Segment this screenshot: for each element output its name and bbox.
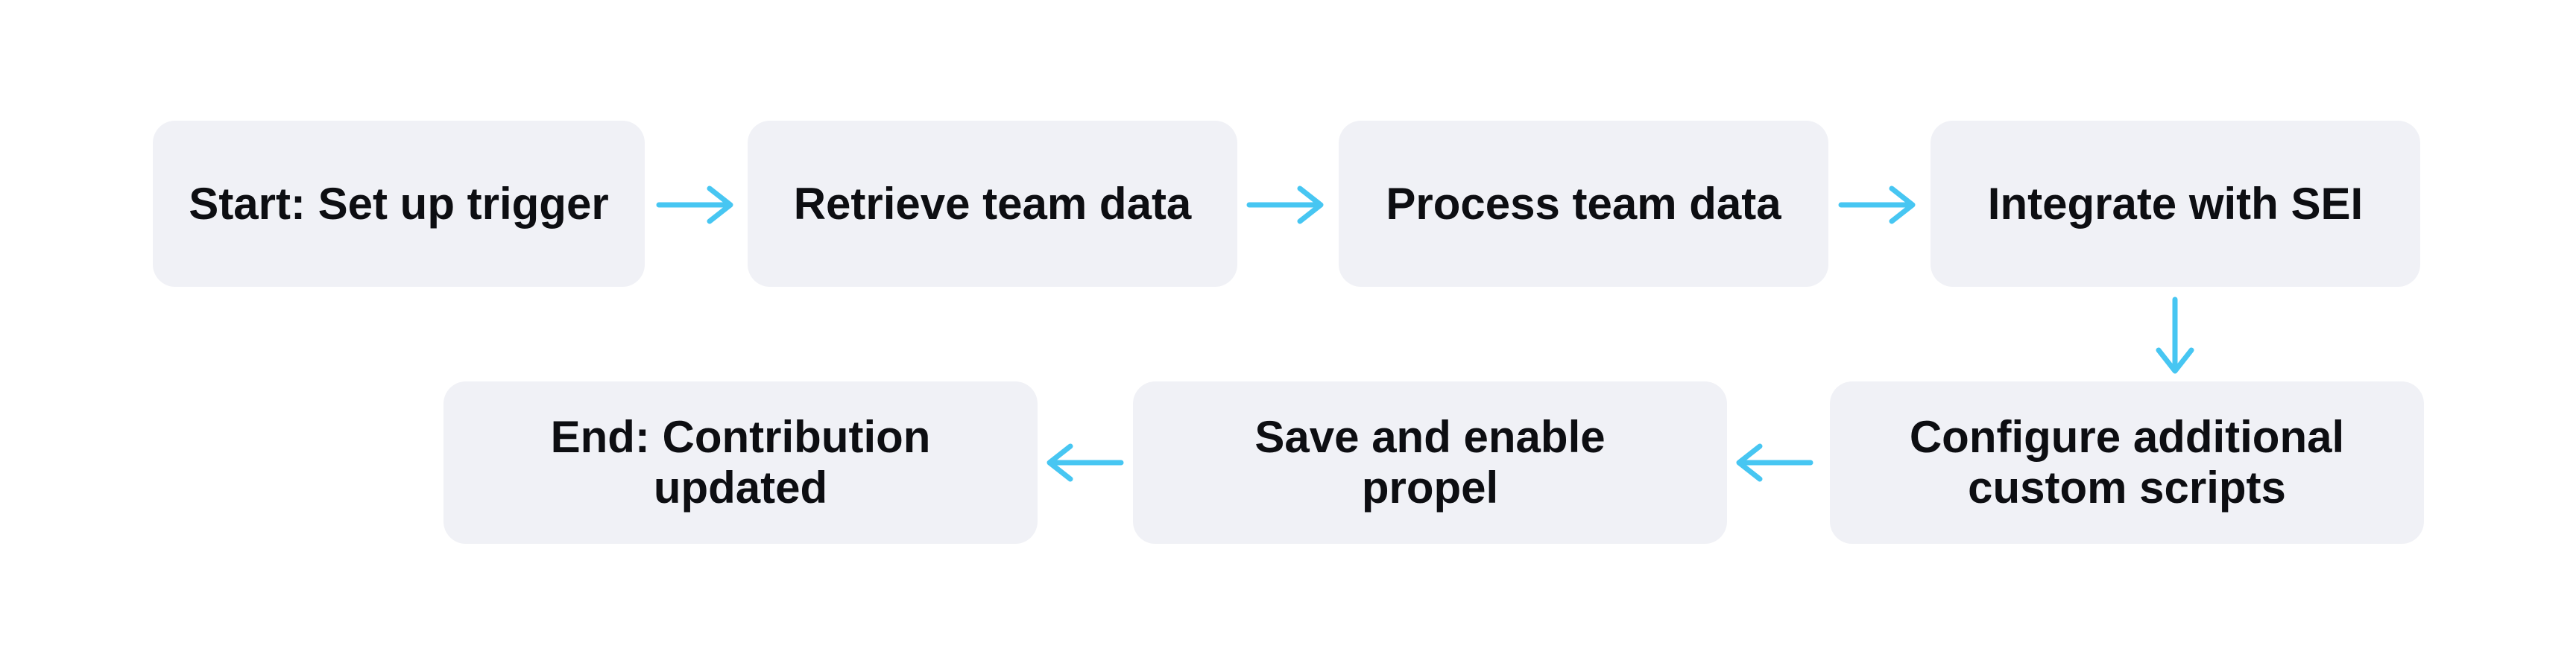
arrow-left-icon	[1046, 443, 1124, 482]
arrow-down-icon	[2156, 297, 2194, 374]
arrow-left-icon	[1736, 443, 1813, 482]
flow-node-process-team-data: Process team data	[1339, 121, 1828, 287]
flow-node-start: Start: Set up trigger	[153, 121, 645, 287]
flow-node-save-and-enable-propel: Save and enable propel	[1133, 381, 1727, 544]
flow-node-configure-custom-scripts: Configure additional custom scripts	[1830, 381, 2424, 544]
flow-node-label: Integrate with SEI	[1987, 178, 2364, 229]
flow-node-label: Start: Set up trigger	[189, 178, 609, 229]
flow-node-label: Process team data	[1386, 178, 1781, 229]
flow-node-label: Save and enable propel	[1254, 412, 1606, 513]
flow-node-integrate-with-sei: Integrate with SEI	[1931, 121, 2420, 287]
arrow-right-icon	[656, 186, 733, 224]
flow-node-retrieve-team-data: Retrieve team data	[748, 121, 1237, 287]
flow-node-label: End: Contribution updated	[550, 412, 931, 513]
flow-node-label: Configure additional custom scripts	[1909, 412, 2345, 513]
arrow-right-icon	[1246, 186, 1324, 224]
flow-node-label: Retrieve team data	[793, 178, 1192, 229]
arrow-right-icon	[1838, 186, 1916, 224]
flow-node-end: End: Contribution updated	[443, 381, 1038, 544]
